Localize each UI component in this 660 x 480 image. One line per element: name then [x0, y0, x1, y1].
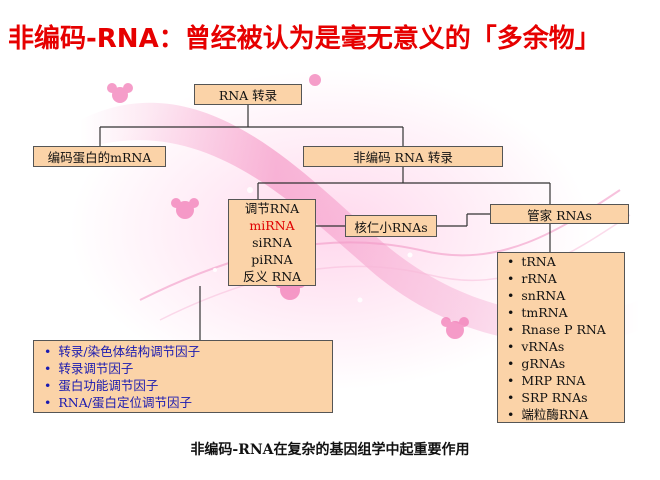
regulatory-factors-list: 转录/染色体结构调节因子 转录调节因子 蛋白功能调节因子 RNA/蛋白定位调节因… — [44, 343, 200, 411]
box-regulatory-factors: 转录/染色体结构调节因子 转录调节因子 蛋白功能调节因子 RNA/蛋白定位调节因… — [33, 340, 333, 413]
list-item: RNA/蛋白定位调节因子 — [44, 394, 200, 411]
list-item: vRNAs — [507, 338, 606, 355]
box-housekeeping-rnas: 管家 RNAs — [490, 204, 629, 224]
list-item: MRP RNA — [507, 372, 606, 389]
housekeeping-list: tRNA rRNA snRNA tmRNA Rnase P RNA vRNAs … — [507, 253, 606, 423]
list-item: 端粒酶RNA — [507, 406, 606, 423]
box-rna-transcription: RNA 转录 — [194, 84, 302, 105]
page-title: 非编码-RNA：曾经被认为是毫无意义的「多余物」 — [8, 24, 601, 54]
box-regulatory-rna: 调节RNA miRNA siRNA piRNA 反义 RNA — [228, 199, 316, 286]
list-item: tRNA — [507, 253, 606, 270]
box-protein-coding-mrna-label: 编码蛋白的mRNA — [47, 150, 152, 165]
list-item: gRNAs — [507, 355, 606, 372]
list-item: 转录调节因子 — [44, 360, 200, 377]
list-item: 蛋白功能调节因子 — [44, 377, 200, 394]
box-noncoding-rna-transcription: 非编码 RNA 转录 — [303, 146, 503, 167]
box-small-nucleolar-rnas-label: 核仁小RNAs — [354, 219, 428, 235]
box-housekeeping-rnas-label: 管家 RNAs — [527, 207, 592, 223]
regulatory-antisense-rna: 反义 RNA — [242, 269, 302, 284]
regulatory-sirna: siRNA — [252, 235, 292, 250]
list-item: SRP RNAs — [507, 389, 606, 406]
diagram-caption: 非编码-RNA在复杂的基因组学中起重要作用 — [190, 442, 470, 458]
list-item: 转录/染色体结构调节因子 — [44, 343, 200, 360]
regulatory-rna-heading: 调节RNA — [244, 201, 300, 216]
list-item: Rnase P RNA — [507, 321, 605, 338]
list-item: snRNA — [507, 287, 606, 304]
list-item: tmRNA — [507, 304, 606, 321]
regulatory-pirna: piRNA — [251, 252, 293, 267]
box-rna-transcription-label: RNA 转录 — [218, 88, 278, 103]
box-small-nucleolar-rnas: 核仁小RNAs — [345, 215, 437, 237]
box-housekeeping-list: tRNA rRNA snRNA tmRNA Rnase P RNA vRNAs … — [497, 252, 625, 423]
list-item: rRNA — [507, 270, 606, 287]
box-noncoding-rna-transcription-label: 非编码 RNA 转录 — [353, 150, 453, 165]
box-protein-coding-mrna: 编码蛋白的mRNA — [33, 146, 166, 167]
regulatory-mirna: miRNA — [249, 218, 295, 233]
